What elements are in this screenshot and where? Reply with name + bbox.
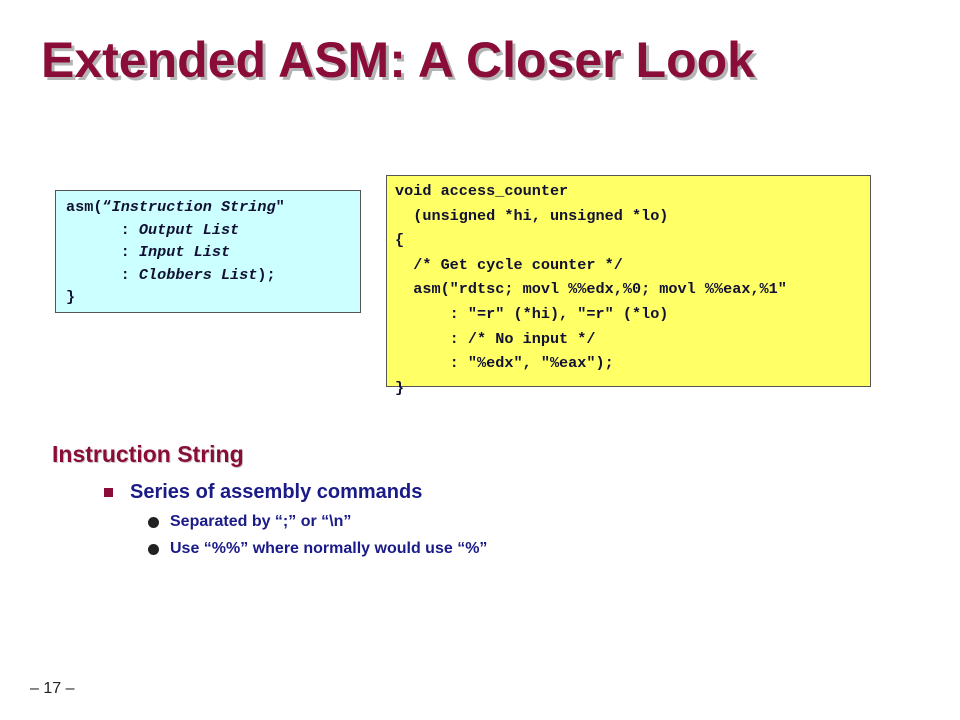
bullet-item: Series of assembly commands <box>104 481 422 504</box>
code-line: { <box>395 231 405 250</box>
sub-bullet-text: Separated by “;” or “\n” <box>170 513 352 530</box>
code-line: void access_counter <box>395 182 569 200</box>
slide-title: Extended ASM: A Closer Look <box>41 32 755 88</box>
code-line: : /* No input */ <box>395 329 596 348</box>
code-line: : "%edx", "%eax"); <box>395 354 614 373</box>
bullet-text: Series of assembly commands <box>130 481 423 503</box>
code-line: : Input List <box>66 243 231 261</box>
code-line: asm("rdtsc; movl %%edx,%0; movl %%eax,%1… <box>395 280 787 299</box>
code-line: asm(“Instruction String" <box>66 198 285 216</box>
sub-bullet-item: Use “%%” where normally would use “%” <box>148 540 487 558</box>
dot-bullet-icon <box>148 516 159 528</box>
page-number: – 17 – <box>30 680 75 697</box>
section-heading: Instruction String <box>52 441 244 467</box>
dot-bullet-icon <box>148 543 159 555</box>
code-line: : Clobbers List); <box>66 265 276 284</box>
code-line: } <box>66 288 76 306</box>
asm-syntax-code-box: asm(“Instruction String" : Output List :… <box>55 190 361 313</box>
sub-bullet-text: Use “%%” where normally would use “%” <box>170 540 488 557</box>
code-line: /* Get cycle counter */ <box>395 255 623 274</box>
code-line: : "=r" (*hi), "=r" (*lo) <box>395 304 669 323</box>
code-line: } <box>395 378 405 397</box>
code-line: (unsigned *hi, unsigned *lo) <box>395 206 669 225</box>
access-counter-code-box: void access_counter (unsigned *hi, unsig… <box>386 175 871 397</box>
code-line: : Output List <box>66 220 240 239</box>
sub-bullet-item: Separated by “;” or “\n” <box>148 513 351 531</box>
square-bullet-icon <box>104 488 113 497</box>
